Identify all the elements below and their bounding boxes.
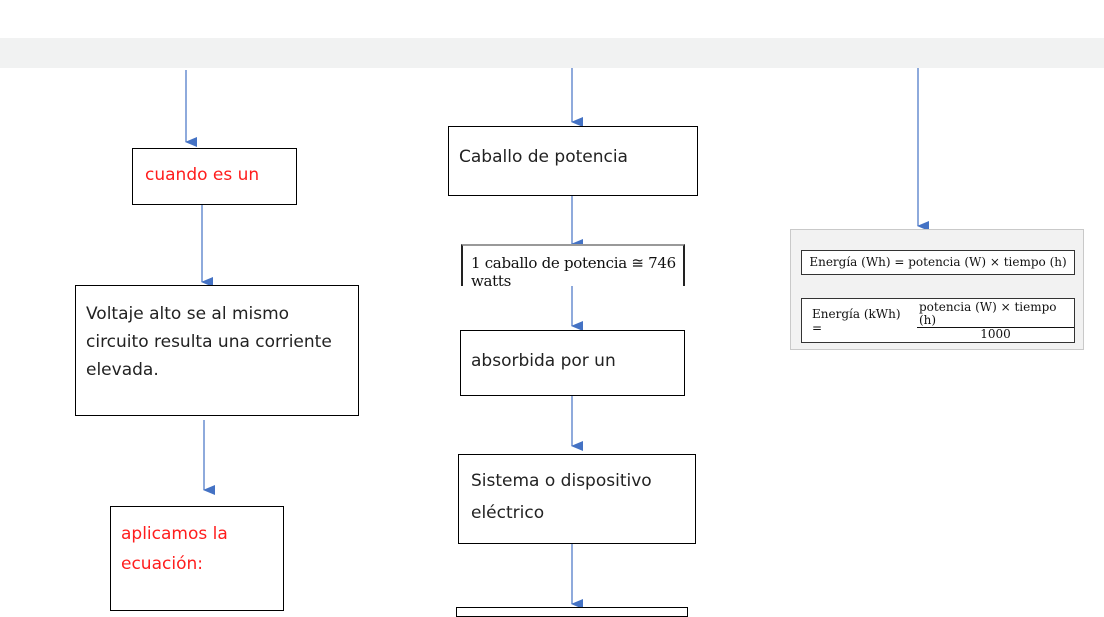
top-bar <box>0 38 1104 68</box>
box-caballo-de-potencia: Caballo de potencia <box>448 126 698 196</box>
box-absorbida-por-un: absorbida por un <box>460 330 685 396</box>
formula-numerator: potencia (W) × tiempo (h) <box>916 300 1074 328</box>
box-partial-bottom <box>456 607 688 617</box>
formula-fraction: potencia (W) × tiempo (h) 1000 <box>916 300 1074 341</box>
box-cuando-es-un-text: cuando es un <box>145 165 260 185</box>
formula-energia-wh-text: Energía (Wh) = potencia (W) × tiempo (h) <box>809 255 1067 269</box>
box-aplicamos-text: aplicamos la ecuación: <box>121 524 228 574</box>
box-sistema-dispositivo-text: Sistema o dispositivo eléctrico <box>471 471 652 523</box>
box-absorbida-por-un-text: absorbida por un <box>471 351 616 371</box>
equation-caballo-watts-text: 1 caballo de potencia ≅ 746 watts <box>471 254 676 290</box>
box-aplicamos: aplicamos la ecuación: <box>110 506 284 611</box>
equation-caballo-watts: 1 caballo de potencia ≅ 746 watts <box>461 244 685 290</box>
box-sistema-dispositivo: Sistema o dispositivo eléctrico <box>458 454 696 544</box>
box-caballo-de-potencia-text: Caballo de potencia <box>459 147 628 167</box>
box-voltaje-alto-text: Voltaje alto se al mismo circuito result… <box>86 304 332 380</box>
formula-energia-wh: Energía (Wh) = potencia (W) × tiempo (h) <box>801 250 1075 275</box>
box-voltaje-alto: Voltaje alto se al mismo circuito result… <box>75 285 359 416</box>
formula-energia-kwh-lhs: Energía (kWh) = <box>812 306 901 335</box>
box-cuando-es-un: cuando es un <box>132 148 297 205</box>
formula-energia-kwh: Energía (kWh) = potencia (W) × tiempo (h… <box>801 298 1075 343</box>
formula-denominator: 1000 <box>980 326 1011 341</box>
formula-energia-wh-image: Energía (Wh) = potencia (W) × tiempo (h)… <box>790 229 1084 350</box>
